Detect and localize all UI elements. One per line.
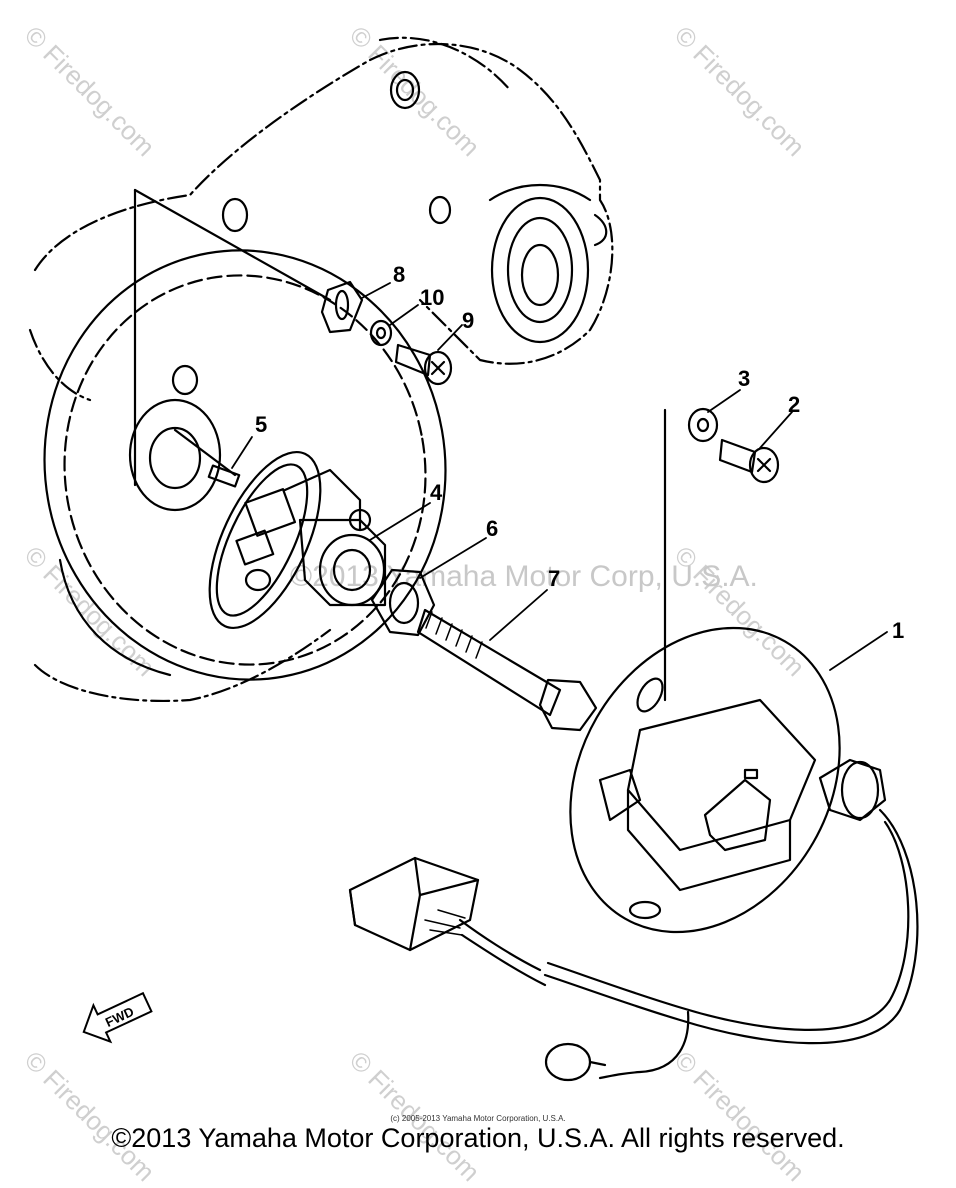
callout-7: 7 [548, 566, 560, 591]
callout-8: 8 [393, 262, 405, 287]
crankshaft-end [128, 398, 237, 512]
callout-9: 9 [462, 308, 474, 333]
small-copyright: (c) 2005-2013 Yamaha Motor Corporation, … [390, 1114, 566, 1123]
callout-numbers: 1 2 3 4 5 6 7 8 9 10 [255, 262, 904, 643]
callout-5: 5 [255, 412, 267, 437]
callout-1: 1 [892, 618, 904, 643]
leader-lines [231, 282, 888, 671]
fwd-arrow: FWD [82, 991, 153, 1044]
rotor-body [298, 508, 387, 607]
callout-10: 10 [420, 285, 444, 310]
connector [348, 856, 480, 952]
callout-3: 3 [738, 366, 750, 391]
ground-terminal [544, 1042, 607, 1082]
lock-plate [320, 280, 364, 334]
nut [370, 568, 436, 637]
pickup-coil-assembly [569, 626, 887, 934]
pin [207, 464, 241, 488]
wire-harness [458, 808, 919, 1080]
small-screw [394, 343, 453, 386]
exploded-view-drawing: 1 2 3 4 5 6 7 8 9 10 FWD [28, 36, 919, 1082]
bearing-boss [488, 184, 608, 344]
washer [687, 407, 719, 443]
guide-lines [133, 188, 667, 702]
copyright-line: ©2013 Yamaha Motor Corporation, U.S.A. A… [111, 1123, 845, 1153]
callout-6: 6 [486, 516, 498, 541]
crankcase-outline [28, 36, 614, 703]
callout-2: 2 [788, 392, 800, 417]
long-bolt [416, 608, 598, 732]
callout-4: 4 [430, 480, 443, 505]
case-bolt-holes [171, 70, 452, 396]
pickup-plate [208, 450, 362, 630]
small-washer [369, 319, 393, 347]
parts-diagram: © Firedog.com © Firedog.com © Firedog.co… [19, 20, 919, 1187]
cover-rings [43, 249, 447, 681]
screw [718, 438, 780, 484]
